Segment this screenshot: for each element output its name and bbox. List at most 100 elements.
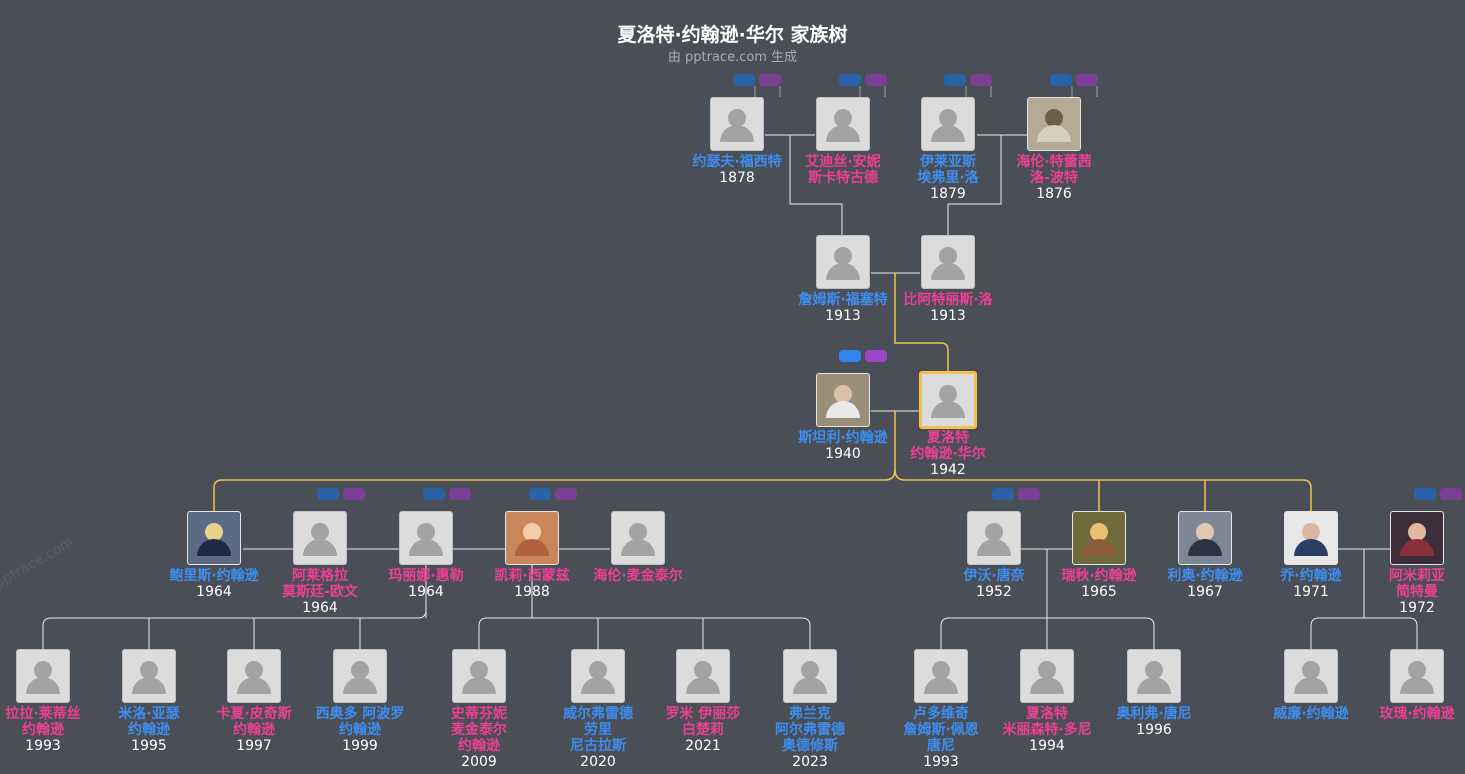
person-card[interactable]: 拉拉·莱蒂丝 约翰逊 1993 [0, 649, 113, 754]
person-card[interactable]: 乔·约翰逊 1971 [1241, 511, 1381, 600]
avatar[interactable] [227, 649, 281, 703]
birth-year: 1942 [930, 462, 966, 478]
avatar[interactable] [571, 649, 625, 703]
person-card[interactable]: 威廉·约翰逊 [1241, 649, 1381, 722]
father-expand-button[interactable] [529, 488, 551, 500]
photo-avatar[interactable] [1390, 511, 1444, 565]
person-name: 罗米 伊丽莎 白楚莉 [665, 706, 741, 738]
person-card[interactable]: 斯坦利·约翰逊 1940 [773, 373, 913, 462]
photo-avatar[interactable] [505, 511, 559, 565]
expand-parents-buttons[interactable] [944, 74, 1004, 86]
father-expand-button[interactable] [839, 350, 861, 362]
birth-year: 2021 [685, 738, 721, 754]
photo-avatar[interactable] [1027, 97, 1081, 151]
father-expand-button[interactable] [944, 74, 966, 86]
avatar[interactable] [921, 235, 975, 289]
person-card[interactable]: 伊莱亚斯 埃弗里·洛 1879 [878, 97, 1018, 202]
selected-person-card[interactable]: 夏洛特 约翰逊·华尔 1942 [878, 371, 1018, 478]
avatar[interactable] [333, 649, 387, 703]
avatar[interactable] [783, 649, 837, 703]
mother-expand-button[interactable] [1018, 488, 1040, 500]
father-expand-button[interactable] [317, 488, 339, 500]
photo-avatar[interactable] [1284, 511, 1338, 565]
person-name: 阿莱格拉 莫斯廷-欧文 [282, 568, 358, 600]
person-card[interactable]: 卢多维奇 詹姆斯·佩恩 唐尼 1993 [871, 649, 1011, 770]
mother-expand-button[interactable] [343, 488, 365, 500]
avatar[interactable] [1284, 649, 1338, 703]
avatar[interactable] [967, 511, 1021, 565]
expand-parents-buttons[interactable] [839, 350, 899, 362]
person-card[interactable]: 罗米 伊丽莎 白楚莉 2021 [633, 649, 773, 754]
person-card[interactable]: 阿米莉亚 简特曼 1972 [1347, 511, 1465, 616]
person-card[interactable]: 海伦·特蕾茜 洛-波特 1876 [984, 97, 1124, 202]
birth-year: 1995 [131, 738, 167, 754]
father-expand-button[interactable] [839, 74, 861, 86]
person-card[interactable]: 艾迪丝·安妮 斯卡特古德 [773, 97, 913, 186]
father-expand-button[interactable] [733, 74, 755, 86]
birth-year: 1964 [302, 600, 338, 616]
person-card[interactable]: 卡夏·皮奇斯 约翰逊 1997 [184, 649, 324, 754]
person-card[interactable]: 凯莉·西蒙兹 1988 [462, 511, 602, 600]
person-card[interactable]: 米洛·亚瑟 约翰逊 1995 [79, 649, 219, 754]
father-expand-button[interactable] [423, 488, 445, 500]
avatar[interactable] [122, 649, 176, 703]
person-card[interactable]: 伊沃·唐奈 1952 [924, 511, 1064, 600]
avatar[interactable] [399, 511, 453, 565]
avatar[interactable] [1127, 649, 1181, 703]
person-card[interactable]: 夏洛特 米丽森特·多尼 1994 [977, 649, 1117, 754]
person-card[interactable]: 海伦·麦金泰尔 [568, 511, 708, 584]
photo-avatar[interactable] [187, 511, 241, 565]
avatar[interactable] [1390, 649, 1444, 703]
expand-parents-buttons[interactable] [992, 488, 1052, 500]
mother-expand-button[interactable] [865, 74, 887, 86]
expand-parents-buttons[interactable] [1050, 74, 1110, 86]
photo-avatar[interactable] [1072, 511, 1126, 565]
avatar[interactable] [611, 511, 665, 565]
father-expand-button[interactable] [992, 488, 1014, 500]
person-card[interactable]: 史蒂芬妮 麦金泰尔 约翰逊 2009 [409, 649, 549, 770]
person-card[interactable]: 瑞秋·约翰逊 1965 [1029, 511, 1169, 600]
expand-parents-buttons[interactable] [423, 488, 483, 500]
avatar[interactable] [452, 649, 506, 703]
father-expand-button[interactable] [1050, 74, 1072, 86]
expand-parents-buttons[interactable] [839, 74, 899, 86]
mother-expand-button[interactable] [865, 350, 887, 362]
person-card[interactable]: 鲍里斯·约翰逊 1964 [144, 511, 284, 600]
father-expand-button[interactable] [1414, 488, 1436, 500]
photo-avatar[interactable] [816, 373, 870, 427]
avatar[interactable] [921, 97, 975, 151]
mother-expand-button[interactable] [1440, 488, 1462, 500]
person-name: 弗兰克 阿尔弗雷德 奥德修斯 [775, 706, 845, 754]
avatar[interactable] [914, 649, 968, 703]
avatar[interactable] [710, 97, 764, 151]
person-card[interactable]: 威尔弗雷德 劳里 尼古拉斯 2020 [528, 649, 668, 770]
person-card[interactable]: 詹姆斯·福塞特 1913 [773, 235, 913, 324]
person-card[interactable]: 西奥多 阿波罗 约翰逊 1999 [290, 649, 430, 754]
mother-expand-button[interactable] [1076, 74, 1098, 86]
person-card[interactable]: 奥利弗·唐尼 1996 [1084, 649, 1224, 738]
photo-avatar[interactable] [1178, 511, 1232, 565]
expand-parents-buttons[interactable] [317, 488, 377, 500]
expand-parents-buttons[interactable] [1414, 488, 1465, 500]
person-card[interactable]: 玫瑰·约翰逊 [1347, 649, 1465, 722]
person-name: 伊沃·唐奈 [963, 568, 1025, 584]
avatar[interactable] [816, 97, 870, 151]
expand-parents-buttons[interactable] [529, 488, 589, 500]
person-card[interactable]: 弗兰克 阿尔弗雷德 奥德修斯 2023 [740, 649, 880, 770]
person-card[interactable]: 约瑟夫·福西特 1878 [667, 97, 807, 186]
person-card[interactable]: 阿莱格拉 莫斯廷-欧文 1964 [250, 511, 390, 616]
expand-parents-buttons[interactable] [733, 74, 793, 86]
mother-expand-button[interactable] [555, 488, 577, 500]
avatar[interactable] [1020, 649, 1074, 703]
avatar[interactable] [16, 649, 70, 703]
mother-expand-button[interactable] [759, 74, 781, 86]
person-card[interactable]: 比阿特丽斯·洛 1913 [878, 235, 1018, 324]
avatar[interactable] [293, 511, 347, 565]
avatar[interactable] [919, 371, 977, 429]
avatar[interactable] [676, 649, 730, 703]
mother-expand-button[interactable] [449, 488, 471, 500]
person-card[interactable]: 利奥·约翰逊 1967 [1135, 511, 1275, 600]
mother-expand-button[interactable] [970, 74, 992, 86]
avatar[interactable] [816, 235, 870, 289]
person-card[interactable]: 玛丽娜·惠勒 1964 [356, 511, 496, 600]
